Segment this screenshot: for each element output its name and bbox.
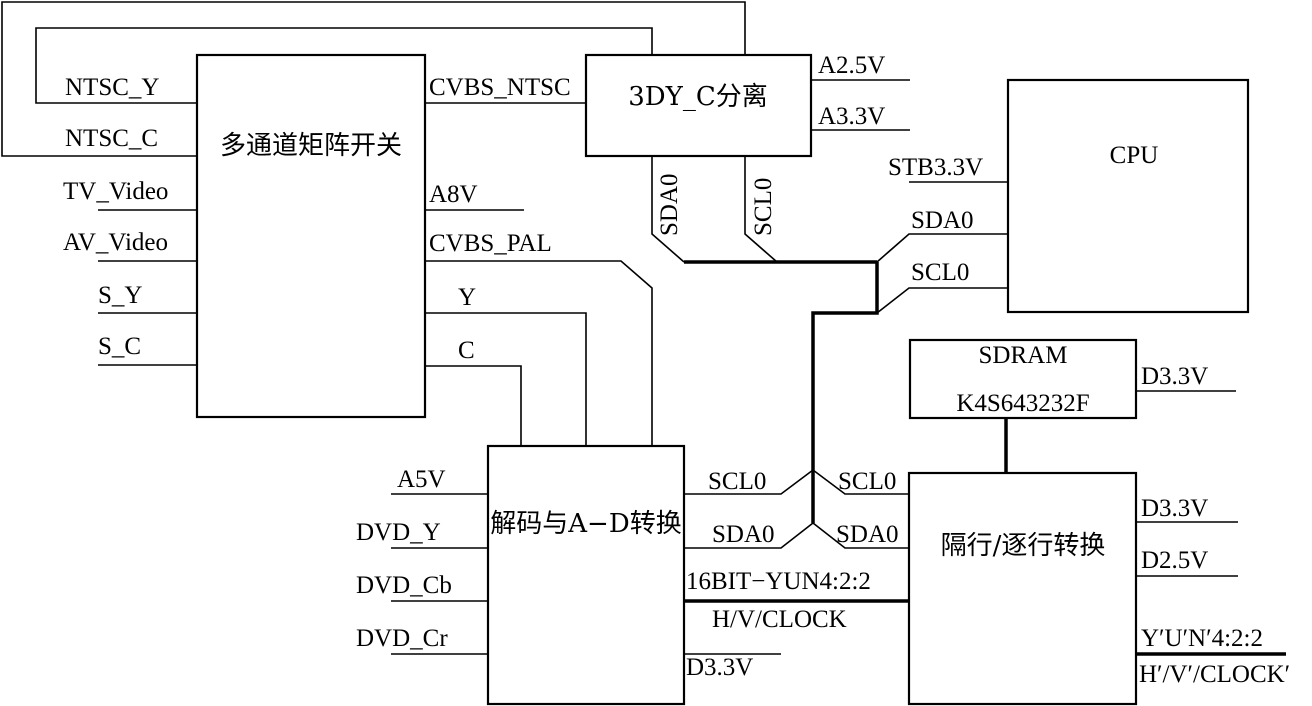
ntsc-c-loop-wire xyxy=(1,1,746,157)
output-hv-clock-label: H′/V′/CLOCK′ xyxy=(1139,661,1290,688)
tv-video-label: TV_Video xyxy=(63,178,168,205)
s-c-label: S_C xyxy=(98,333,141,360)
sdram-part-label: K4S643232F xyxy=(956,390,1089,417)
dvd-y-label: DVD_Y xyxy=(356,519,441,546)
scl0-cpu-wire xyxy=(876,287,1008,314)
scl0-deint-wire xyxy=(812,469,909,495)
a2-5v-label: A2.5V xyxy=(818,52,885,79)
sda0-comb-wire xyxy=(651,156,685,263)
a3-3v-label: A3.3V xyxy=(818,103,885,130)
comb-filter-label: 3DY_C分离 xyxy=(628,82,767,112)
deinterlacer-label: 隔行/逐行转换 xyxy=(941,531,1106,561)
a8v-label: A8V xyxy=(429,181,478,208)
cvbs-pal-wire xyxy=(425,260,653,446)
deinterlacer-block xyxy=(907,471,1138,706)
cpu-block xyxy=(1006,78,1250,314)
hv-clock-label: H/V/CLOCK xyxy=(712,606,847,633)
d2-5v-deint-label: D2.5V xyxy=(1141,547,1208,574)
sda0-cpu-label: SDA0 xyxy=(911,207,974,234)
matrix-switch-block xyxy=(195,53,427,419)
sda0-deint-wire xyxy=(812,522,909,549)
sdram-label: SDRAM xyxy=(979,342,1068,369)
cvbs-pal-label: CVBS_PAL xyxy=(429,230,552,257)
ntsc-c-label: NTSC_C xyxy=(65,125,158,152)
sda0-dec-label: SDA0 xyxy=(712,521,775,548)
output-yuv-label: Y′U′N′4:2:2 xyxy=(1141,625,1263,652)
y-label: Y xyxy=(458,284,476,311)
scl0-dec-label: SCL0 xyxy=(708,468,766,495)
scl0-cpu-label: SCL0 xyxy=(911,259,969,286)
comb-filter-block xyxy=(584,53,813,158)
scl0-dec-wire xyxy=(684,469,814,495)
sdram-block xyxy=(908,338,1138,420)
ntsc-y-loop-wire xyxy=(35,27,653,104)
stb3-3v-label: STB3.3V xyxy=(888,154,983,181)
sda0-deint-label: SDA0 xyxy=(836,521,899,548)
c-wire xyxy=(425,365,522,446)
dvd-cb-label: DVD_Cb xyxy=(356,572,452,599)
d3-3v-deint-label: D3.3V xyxy=(1141,495,1208,522)
cvbs-ntsc-label: CVBS_NTSC xyxy=(429,74,571,101)
a5v-label: A5V xyxy=(397,466,446,493)
av-video-label: AV_Video xyxy=(63,229,168,256)
d3-3v-sdram-label: D3.3V xyxy=(1141,363,1208,390)
cpu-label: CPU xyxy=(1110,142,1159,169)
y-wire xyxy=(425,312,587,446)
ntsc-y-label: NTSC_Y xyxy=(65,74,159,101)
sda0-comb-label: SDA0 xyxy=(656,173,683,236)
d3-3v-dec-label: D3.3V xyxy=(686,654,753,681)
sda0-cpu-wire xyxy=(876,233,1008,263)
s-y-label: S_Y xyxy=(98,282,142,309)
decoder-label: 解码与A−D转换 xyxy=(490,509,681,539)
sda0-dec-wire xyxy=(684,522,814,549)
matrix-switch-label: 多通道矩阵开关 xyxy=(220,131,402,161)
scl0-deint-label: SCL0 xyxy=(838,468,896,495)
i2c-bus-trunk xyxy=(811,262,879,523)
scl0-comb-label: SCL0 xyxy=(750,178,777,236)
bus-16bit-label: 16BIT−YUN4:2:2 xyxy=(686,568,871,595)
dvd-cr-label: DVD_Cr xyxy=(356,625,448,652)
decoder-block xyxy=(486,444,686,706)
c-label: C xyxy=(458,337,475,364)
scl0-comb-wire xyxy=(744,156,778,263)
